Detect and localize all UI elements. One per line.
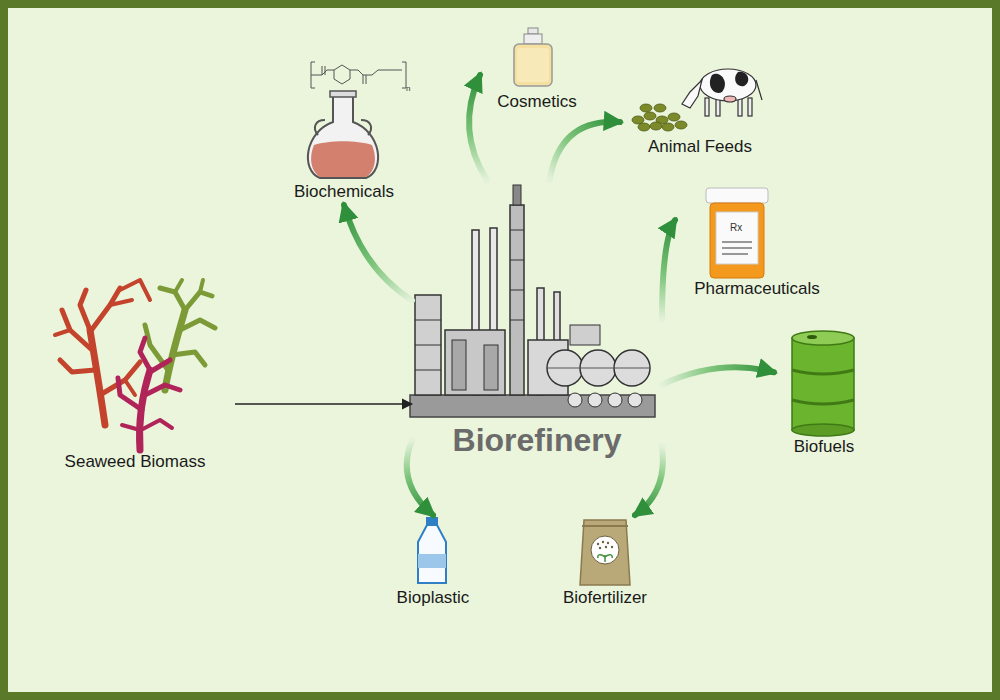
annotation-label: n	[406, 84, 410, 93]
output-node: Biochemicals	[274, 55, 414, 205]
output-node: Pharmaceuticals	[675, 185, 839, 302]
node-label: Cosmetics	[480, 91, 594, 113]
plastic-bottle-illustration	[418, 517, 446, 583]
output-node: Cosmetics	[480, 35, 594, 115]
output-node: Animal Feeds	[620, 65, 780, 160]
output-arrow	[662, 367, 774, 384]
output-arrow	[344, 205, 412, 300]
cosmetic-bottle-illustration	[514, 28, 552, 86]
output-node: Biofertilizer	[545, 515, 665, 611]
node-label: Animal Feeds	[620, 136, 780, 158]
output-node: Bioplastic	[380, 515, 486, 611]
annotation-label: Rx	[730, 222, 742, 233]
output-arrow	[407, 440, 433, 515]
fertilizer-bag-illustration	[580, 520, 630, 585]
seaweed-illustration	[55, 280, 215, 450]
node-label: Seaweed Biomass	[35, 451, 235, 473]
input-arrow	[235, 403, 412, 405]
node-label: Pharmaceuticals	[675, 278, 839, 300]
node-label: Biofuels	[774, 436, 874, 458]
output-node: Biofuels	[774, 325, 874, 460]
node-label: Bioplastic	[380, 587, 486, 609]
seaweed-node: Seaweed Biomass	[35, 290, 235, 475]
biorefinery-node: Biorefinery	[412, 180, 662, 460]
pill-bottle-illustration	[706, 188, 768, 278]
output-arrow	[550, 122, 621, 180]
biorefinery-illustration	[410, 185, 655, 417]
output-arrow	[662, 220, 675, 320]
output-arrow	[469, 75, 487, 180]
output-arrow	[635, 446, 663, 515]
animal-feed-illustration	[632, 69, 762, 131]
fuel-barrel-illustration	[792, 331, 854, 436]
node-label: Biochemicals	[274, 181, 414, 203]
node-label: Biorefinery	[412, 422, 662, 458]
frame	[4, 4, 996, 696]
flask-illustration	[308, 62, 406, 178]
node-label: Biofertilizer	[545, 587, 665, 609]
